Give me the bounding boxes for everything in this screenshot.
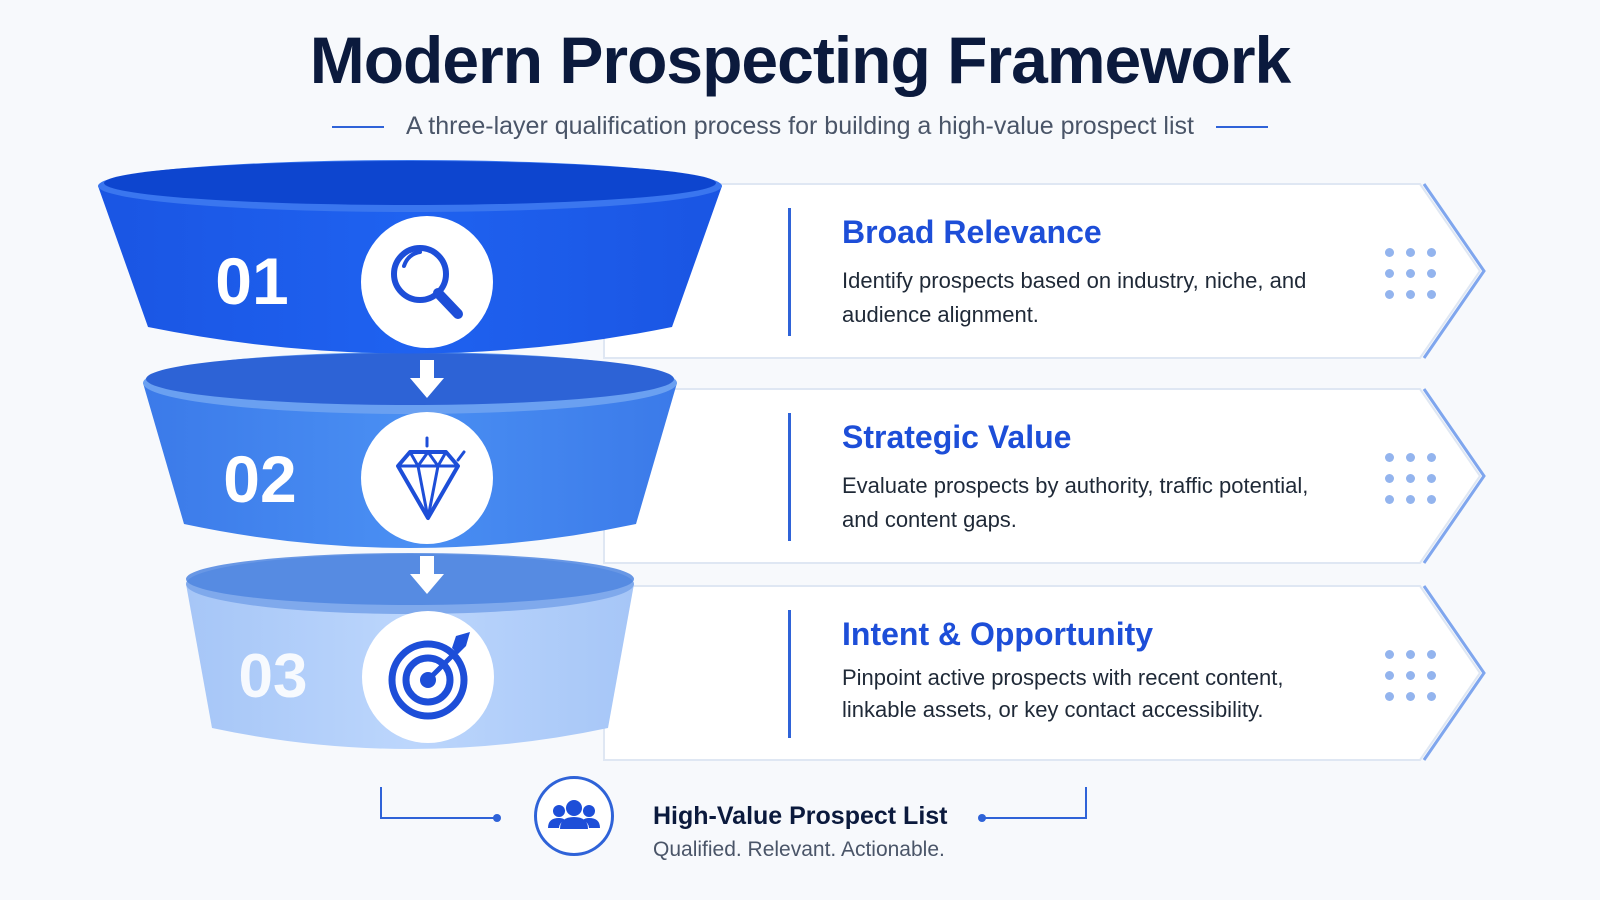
- dots-grid-icon: [1385, 650, 1436, 701]
- target-icon: [362, 611, 494, 743]
- diamond-icon: [361, 412, 493, 544]
- stage-card-2: Strategic Value Evaluate prospects by au…: [600, 385, 1520, 567]
- stage-description: Evaluate prospects by authority, traffic…: [842, 473, 1309, 532]
- stage-card-3: Intent & Opportunity Pinpoint active pro…: [600, 582, 1520, 764]
- card-background: [603, 388, 1486, 564]
- page-subtitle: A three-layer qualification process for …: [406, 112, 1194, 140]
- dots-grid-icon: [1385, 248, 1436, 299]
- stage-number: 02: [223, 442, 296, 516]
- stage-title: Intent & Opportunity: [842, 616, 1154, 652]
- stage-title: Strategic Value: [842, 419, 1072, 455]
- result-connector-left: [380, 787, 501, 822]
- stage-description: Identify prospects based on industry, ni…: [842, 268, 1307, 327]
- page-title: Modern Prospecting Framework: [309, 23, 1292, 97]
- subtitle-rule-left: [332, 125, 385, 128]
- subtitle-row: A three-layer qualification process for …: [0, 112, 1600, 141]
- result-connector-right: [978, 787, 1087, 822]
- card-divider: [788, 208, 791, 336]
- stage-number: 01: [215, 244, 288, 318]
- result-subtitle: Qualified. Relevant. Actionable.: [653, 838, 945, 861]
- result-title: High-Value Prospect List: [653, 802, 948, 830]
- magnifying-glass-icon: [361, 216, 493, 348]
- subtitle-rule-right: [1215, 125, 1268, 128]
- dots-grid-icon: [1385, 453, 1436, 504]
- users-group-icon: [534, 776, 614, 856]
- arrow-down-icon: [410, 360, 444, 398]
- stage-number: 03: [239, 642, 308, 711]
- arrow-down-icon: [410, 556, 444, 594]
- stage-description: Pinpoint active prospects with recent co…: [842, 665, 1284, 722]
- stage-title: Broad Relevance: [842, 214, 1102, 250]
- stage-card-1: Broad Relevance Identify prospects based…: [600, 180, 1520, 362]
- card-divider: [788, 413, 791, 541]
- card-divider: [788, 610, 791, 738]
- card-background: [603, 585, 1486, 761]
- card-background: [603, 183, 1486, 359]
